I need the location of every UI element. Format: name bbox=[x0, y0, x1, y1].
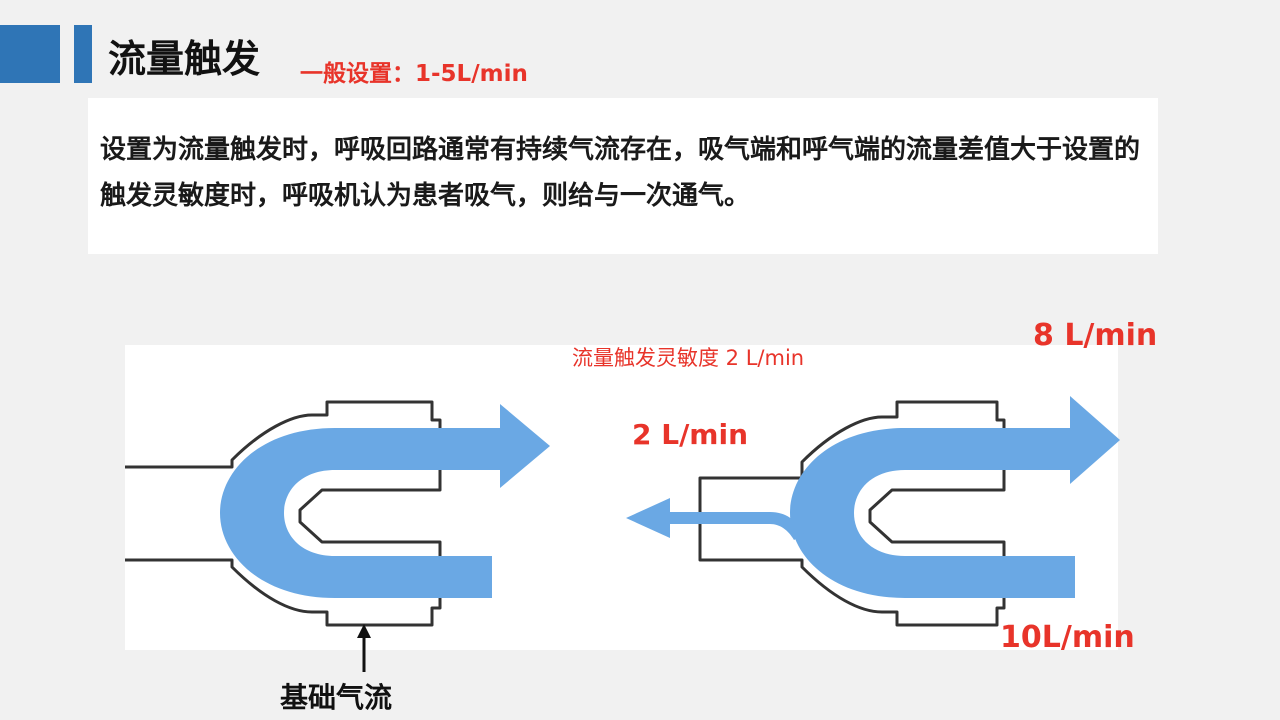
right-ypiece-outline bbox=[698, 400, 1006, 627]
description-text: 设置为流量触发时，呼吸回路通常有持续气流存在，吸气端和呼气端的流量差值大于设置的… bbox=[100, 135, 1141, 211]
header-accent-bar bbox=[74, 25, 92, 83]
page-title: 流量触发 bbox=[108, 37, 261, 81]
inflow-label: 10L/min bbox=[1000, 620, 1135, 655]
page-subtitle: 一般设置：1-5L/min bbox=[300, 61, 528, 87]
description-box bbox=[88, 98, 1158, 254]
sensitivity-label: 流量触发灵敏度 2 L/min bbox=[572, 346, 805, 370]
left-u-flow-arrow bbox=[220, 404, 550, 598]
header-accent-block bbox=[0, 25, 60, 83]
base-flow-pointer-arrow bbox=[357, 624, 371, 672]
base-flow-label: 基础气流 bbox=[280, 681, 393, 714]
left-ypiece-outline bbox=[125, 400, 442, 627]
leak-flow-label: 2 L/min bbox=[632, 418, 749, 451]
outflow-label: 8 L/min bbox=[1033, 318, 1158, 353]
trigger-flow-arrow bbox=[626, 498, 804, 540]
diagram-panel bbox=[125, 345, 1118, 650]
right-u-flow-arrow bbox=[790, 396, 1120, 598]
